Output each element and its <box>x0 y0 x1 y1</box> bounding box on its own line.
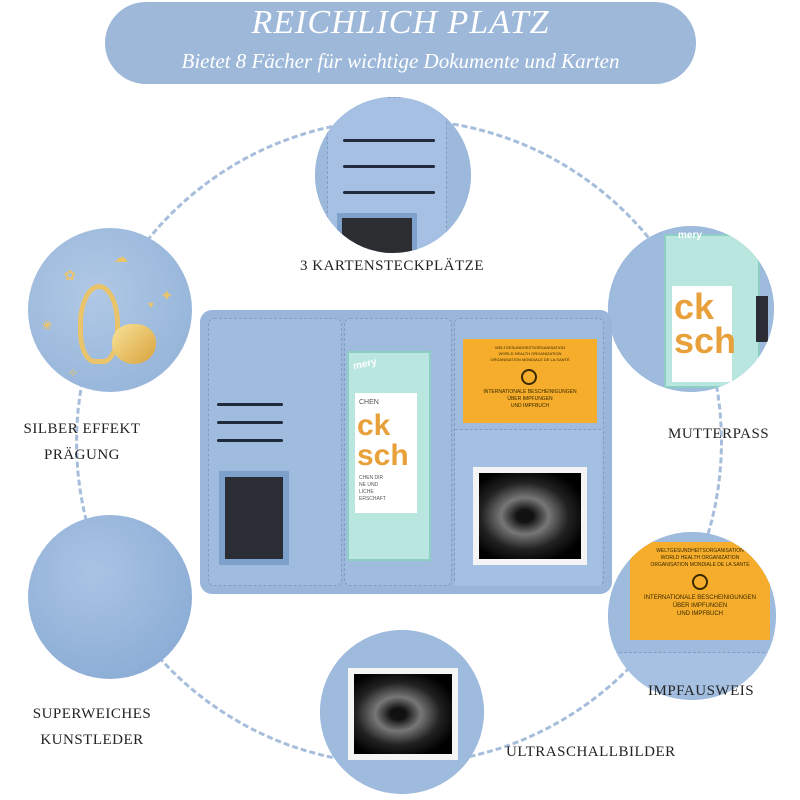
impf-org2: WORLD HEALTH ORGANIZATION <box>660 555 740 561</box>
impfausweis-label: IMPFAUSWEIS <box>648 683 755 699</box>
leather-texture-bubble <box>28 515 192 679</box>
card-window <box>219 471 289 565</box>
wallet-right-panel: WELTGESUNDHEITSORGANISATION WORLD HEALTH… <box>454 318 604 586</box>
wallet-middle-panel: mery CHEN ck sch CHEN DIR NE UND LICHE E… <box>344 318 452 586</box>
impf-title2: ÜBER IMPFUNGEN <box>672 603 728 609</box>
emboss-label: SILBER EFFEKT PRÄGUNG <box>22 416 142 468</box>
book-line-3: LICHE <box>359 489 374 495</box>
who-emblem-icon <box>692 574 708 590</box>
card-slots-bubble <box>315 97 471 253</box>
card-slots-label: 3 KARTENSTECKPLÄTZE <box>300 258 485 274</box>
book-title-line1: ck <box>357 409 391 442</box>
emboss-label-line2: PRÄGUNG <box>43 447 120 463</box>
heart-icon <box>112 324 156 364</box>
wallet-open: mery CHEN ck sch CHEN DIR NE UND LICHE E… <box>200 310 612 594</box>
book-line-1: CHEN DIR <box>359 475 384 481</box>
passport-org1: WELTGESUNDHEITSORGANISATION <box>494 345 566 350</box>
passport-org2: WORLD HEALTH ORGANIZATION <box>498 351 562 356</box>
impf-title3: UND IMPFBUCH <box>677 611 723 617</box>
wallet-left-panel <box>208 318 342 586</box>
leather-label: SUPERWEICHES KUNSTLEDER <box>22 701 162 753</box>
passport-title3: UND IMPFBUCH <box>510 403 550 409</box>
page-title: REICHLICH PLATZ <box>251 4 550 41</box>
header-banner <box>105 2 696 84</box>
leather-label-line1: SUPERWEICHES <box>32 706 152 722</box>
impf-org1: WELTGESUNDHEITSORGANISATION <box>656 548 744 554</box>
passport-org3: ORGANISATION MONDIALE DE LA SANTÉ <box>490 357 570 362</box>
mother-silhouette-icon <box>78 284 120 364</box>
ultrasound-image <box>348 668 458 760</box>
mutterpass-label: MUTTERPASS <box>668 426 770 442</box>
impf-title1: INTERNATIONALE BESCHEINIGUNGEN <box>644 595 756 601</box>
leather-label-line2: KUNSTLEDER <box>40 732 144 748</box>
who-logo-icon <box>521 369 537 385</box>
book-title-line2: sch <box>357 439 409 472</box>
vaccination-passport: WELTGESUNDHEITSORGANISATION WORLD HEALTH… <box>463 339 597 423</box>
emboss-bubble: ✿ ☁ ✦ ♥ ❀ ✧ <box>28 228 192 392</box>
mutterpass-brand: mery <box>678 230 702 241</box>
impfausweis-bubble: WELTGESUNDHEITSORGANISATION WORLD HEALTH… <box>608 532 776 700</box>
ultrasound-bubble <box>320 630 484 794</box>
ultrasound-photo <box>473 467 587 565</box>
emboss-label-line1: SILBER EFFEKT <box>23 421 141 437</box>
page-subtitle: Bietet 8 Fächer für wichtige Dokumente u… <box>181 49 620 73</box>
book-brand: mery <box>352 356 378 373</box>
book-line-2: NE UND <box>359 482 379 488</box>
passport-title2: ÜBER IMPFUNGEN <box>507 396 553 402</box>
impf-org3: ORGANISATION MONDIALE DE LA SANTÉ <box>650 562 750 568</box>
passport-title1: INTERNATIONALE BESCHEINIGUNGEN <box>483 389 577 395</box>
book-line-4: ERSCHAFT <box>359 496 386 502</box>
book-small-label: CHEN <box>359 399 379 406</box>
mutterpass-book: mery CHEN ck sch CHEN DIR NE UND LICHE E… <box>347 351 431 561</box>
ultrasound-label: ULTRASCHALLBILDER <box>506 744 676 760</box>
